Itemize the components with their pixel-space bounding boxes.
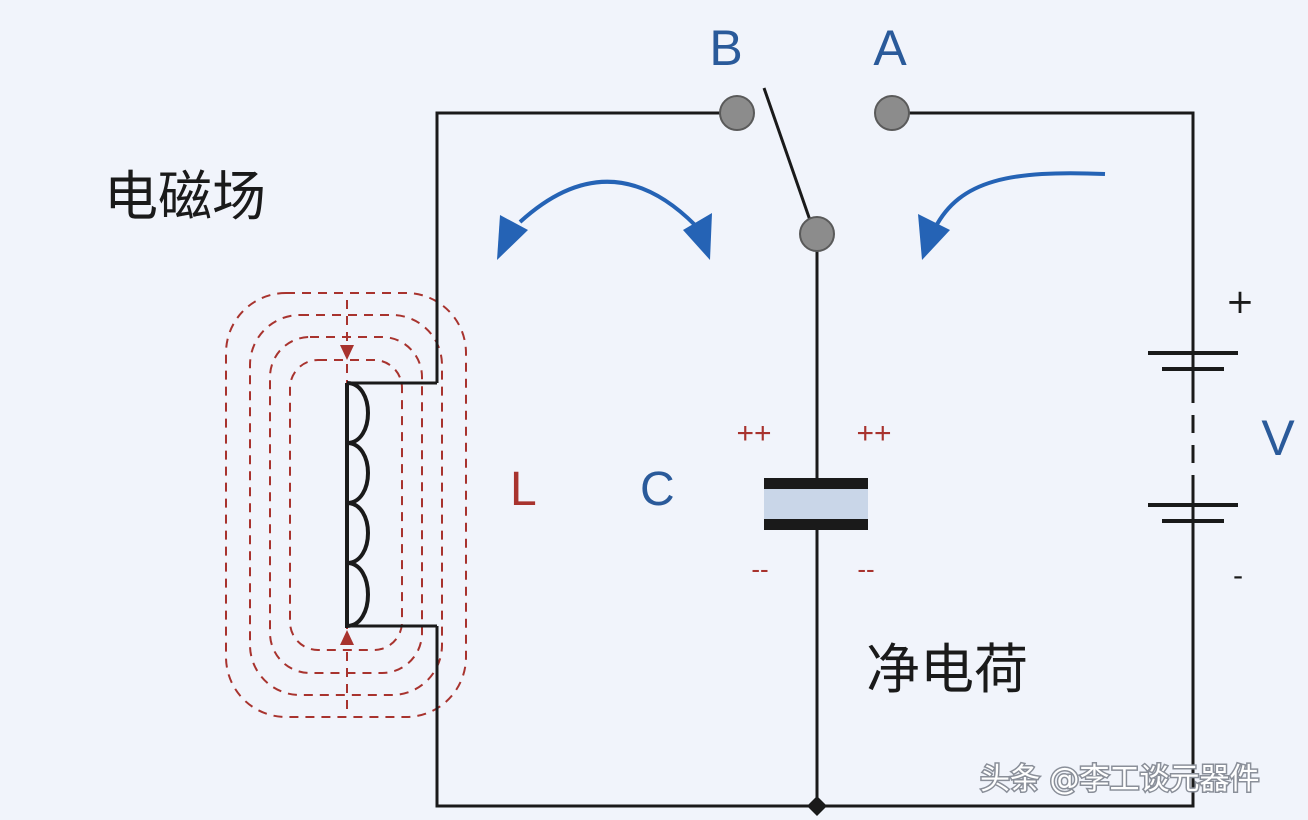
wire-loop-right bbox=[435, 111, 1195, 808]
battery-icon bbox=[1148, 351, 1238, 523]
field-label: 电磁场 bbox=[104, 165, 266, 228]
switch-pivot-icon bbox=[799, 216, 835, 252]
field-loop-2 bbox=[249, 314, 443, 696]
cap-charge-bottom-left: -- bbox=[751, 554, 768, 584]
field-arrow-bottom-icon bbox=[340, 630, 354, 645]
battery-minus-label: - bbox=[1233, 559, 1243, 592]
net-charge-label: 净电荷 bbox=[866, 638, 1028, 701]
field-loop-outer bbox=[225, 292, 467, 718]
switch-blade bbox=[762, 87, 814, 227]
inductor-label: L bbox=[510, 463, 537, 516]
current-arrow-incoming-icon bbox=[918, 214, 950, 260]
cap-charge-top-left: ++ bbox=[736, 417, 771, 450]
capacitor-plate-bottom bbox=[764, 519, 868, 530]
capacitor-icon bbox=[764, 478, 868, 530]
watermark-text: 头条 @李工谈元器件 bbox=[980, 762, 1260, 797]
current-arrowheads bbox=[497, 213, 950, 260]
current-incoming-path bbox=[933, 171, 1106, 229]
wire-top-left bbox=[435, 111, 737, 383]
field-arrow-top-icon bbox=[340, 345, 354, 360]
switch-terminal-a-icon bbox=[874, 95, 910, 131]
field-loop-inner bbox=[289, 359, 403, 651]
junction-node-icon bbox=[807, 796, 827, 816]
magnetic-field-lines bbox=[225, 292, 467, 718]
capacitor-label: C bbox=[640, 463, 675, 516]
current-arrow-left-icon bbox=[497, 215, 528, 260]
current-arc-path bbox=[518, 179, 697, 227]
switch-terminals bbox=[719, 95, 910, 252]
current-arrow-right-icon bbox=[683, 213, 712, 260]
switch-terminal-b-icon bbox=[719, 95, 755, 131]
voltage-label: V bbox=[1261, 410, 1295, 466]
switch-b-label: B bbox=[709, 20, 742, 76]
capacitor-plate-top bbox=[764, 478, 868, 489]
current-arrows bbox=[518, 171, 1106, 229]
inductor-coil-icon bbox=[345, 381, 370, 629]
field-arrows bbox=[340, 345, 354, 645]
switch-a-label: A bbox=[873, 20, 907, 76]
cap-charge-top-right: ++ bbox=[856, 417, 891, 450]
circuit-wires bbox=[347, 87, 1195, 808]
cap-charge-bottom-right: -- bbox=[857, 554, 874, 584]
battery-plus-label: + bbox=[1226, 282, 1255, 322]
